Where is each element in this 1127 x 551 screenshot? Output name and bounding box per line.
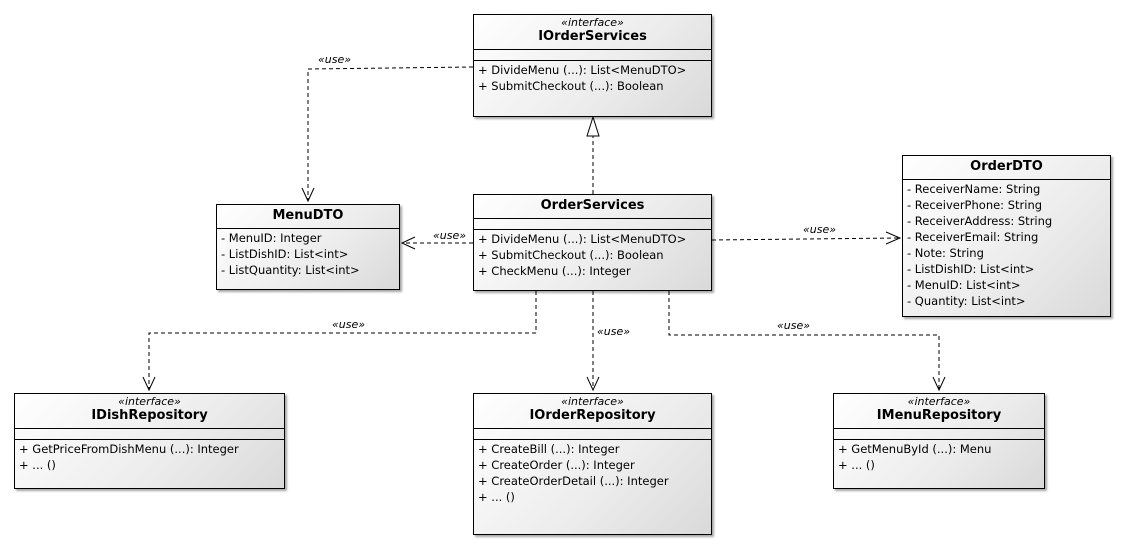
operation: + GetPriceFromDishMenu (...): Integer [19,442,239,456]
label-use-iorderservices-menudto: «use» [318,53,351,66]
edge-orderservices-orderdto [711,237,899,241]
class-header: «interface» IMenuRepository [834,394,1044,429]
arrowhead-iorderrepository [586,376,600,392]
attributes-compartment: - MenuID: Integer - ListDishID: List<int… [217,229,399,279]
operation: + DivideMenu (...): List<MenuDTO> [478,232,687,246]
attributes-compartment [834,429,1044,440]
class-menudto[interactable]: MenuDTO - MenuID: Integer - ListDishID: … [216,204,400,290]
attribute: - ReceiverName: String [907,182,1041,196]
class-header: «interface» IOrderRepository [474,394,711,429]
attributes-compartment [474,219,711,230]
operation: + ... () [838,458,875,472]
class-header: «interface» IOrderServices [474,15,711,50]
class-name: IDishRepository [91,408,208,423]
arrowhead-menudto-right [400,236,416,250]
attributes-compartment [474,50,711,61]
attribute: - ListDishID: List<int> [907,262,1035,276]
class-orderdto[interactable]: OrderDTO - ReceiverName: String - Receiv… [902,155,1111,317]
arrowhead-menudto-top [301,187,315,203]
operation: + CheckMenu (...): Integer [478,264,631,278]
operation: + DivideMenu (...): List<MenuDTO> [478,63,687,77]
class-iorderservices[interactable]: «interface» IOrderServices + DivideMenu … [473,14,712,117]
operations-compartment: + GetMenuById (...): Menu + ... () [834,440,1044,474]
operation: + SubmitCheckout (...): Boolean [478,79,664,93]
attribute: - ReceiverAddress: String [907,214,1053,228]
operation: + SubmitCheckout (...): Boolean [478,248,664,262]
operations-compartment: + DivideMenu (...): List<MenuDTO> + Subm… [474,230,711,280]
class-name: IOrderRepository [529,408,656,423]
operation: + GetMenuById (...): Menu [838,442,992,456]
class-name: MenuDTO [272,208,344,223]
attribute: - ReceiverPhone: String [907,198,1043,212]
operation: + CreateOrder (...): Integer [478,458,635,472]
attribute: - Note: String [907,246,984,260]
edge-orderservices-imenurepository [668,291,940,389]
stereotype-label: «interface» [561,395,624,408]
attribute: - MenuID: Integer [221,231,322,245]
class-name: OrderDTO [970,159,1043,174]
label-use-orderservices-imenurepository: «use» [777,319,810,332]
arrowhead-idishrepository [142,376,156,392]
arrowhead-imenurepository [932,376,946,392]
operation: + CreateOrderDetail (...): Integer [478,474,669,488]
class-header: MenuDTO [217,205,399,229]
attribute: - MenuID: List<int> [907,278,1021,292]
stereotype-label: «interface» [561,16,624,29]
edge-orderservices-idishrepository [148,291,537,389]
stereotype-label: «interface» [118,395,181,408]
label-use-orderservices-iorderrepository: «use» [597,325,630,338]
attribute: - ReceiverEmail: String [907,230,1039,244]
stereotype-label: «interface» [907,395,971,408]
arrowhead-orderdto [885,231,902,245]
operation: + ... () [478,490,515,504]
operation: + CreateBill (...): Integer [478,442,620,456]
label-use-orderservices-orderdto: «use» [803,223,836,236]
class-header: «interface» IDishRepository [15,394,284,429]
class-name: IOrderServices [538,29,647,44]
class-orderservices[interactable]: OrderServices + DivideMenu (...): List<M… [473,194,712,291]
attributes-compartment [474,429,711,440]
class-header: OrderServices [474,195,711,219]
class-idishrepository[interactable]: «interface» IDishRepository + GetPriceFr… [14,393,285,489]
operations-compartment: + GetPriceFromDishMenu (...): Integer + … [15,440,284,474]
label-use-orderservices-idishrepository: «use» [332,318,365,331]
operations-compartment: + DivideMenu (...): List<MenuDTO> + Subm… [474,61,711,95]
attributes-compartment: - ReceiverName: String - ReceiverPhone: … [903,180,1110,310]
operations-compartment: + CreateBill (...): Integer + CreateOrde… [474,440,711,506]
operation: + ... () [19,458,56,472]
edge-iorderservices-menudto [307,66,474,200]
class-name: IMenuRepository [876,408,1002,423]
attribute: - ListQuantity: List<int> [221,263,360,277]
realization-triangle [586,115,600,137]
class-header: OrderDTO [903,156,1110,180]
attribute: - ListDishID: List<int> [221,247,349,261]
attribute: - Quantity: List<int> [907,294,1026,308]
attributes-compartment [15,429,284,440]
class-imenurepository[interactable]: «interface» IMenuRepository + GetMenuByI… [833,393,1045,489]
class-name: OrderServices [540,198,645,213]
class-iorderrepository[interactable]: «interface» IOrderRepository + CreateBil… [473,393,712,535]
label-use-orderservices-menudto: «use» [433,229,466,242]
